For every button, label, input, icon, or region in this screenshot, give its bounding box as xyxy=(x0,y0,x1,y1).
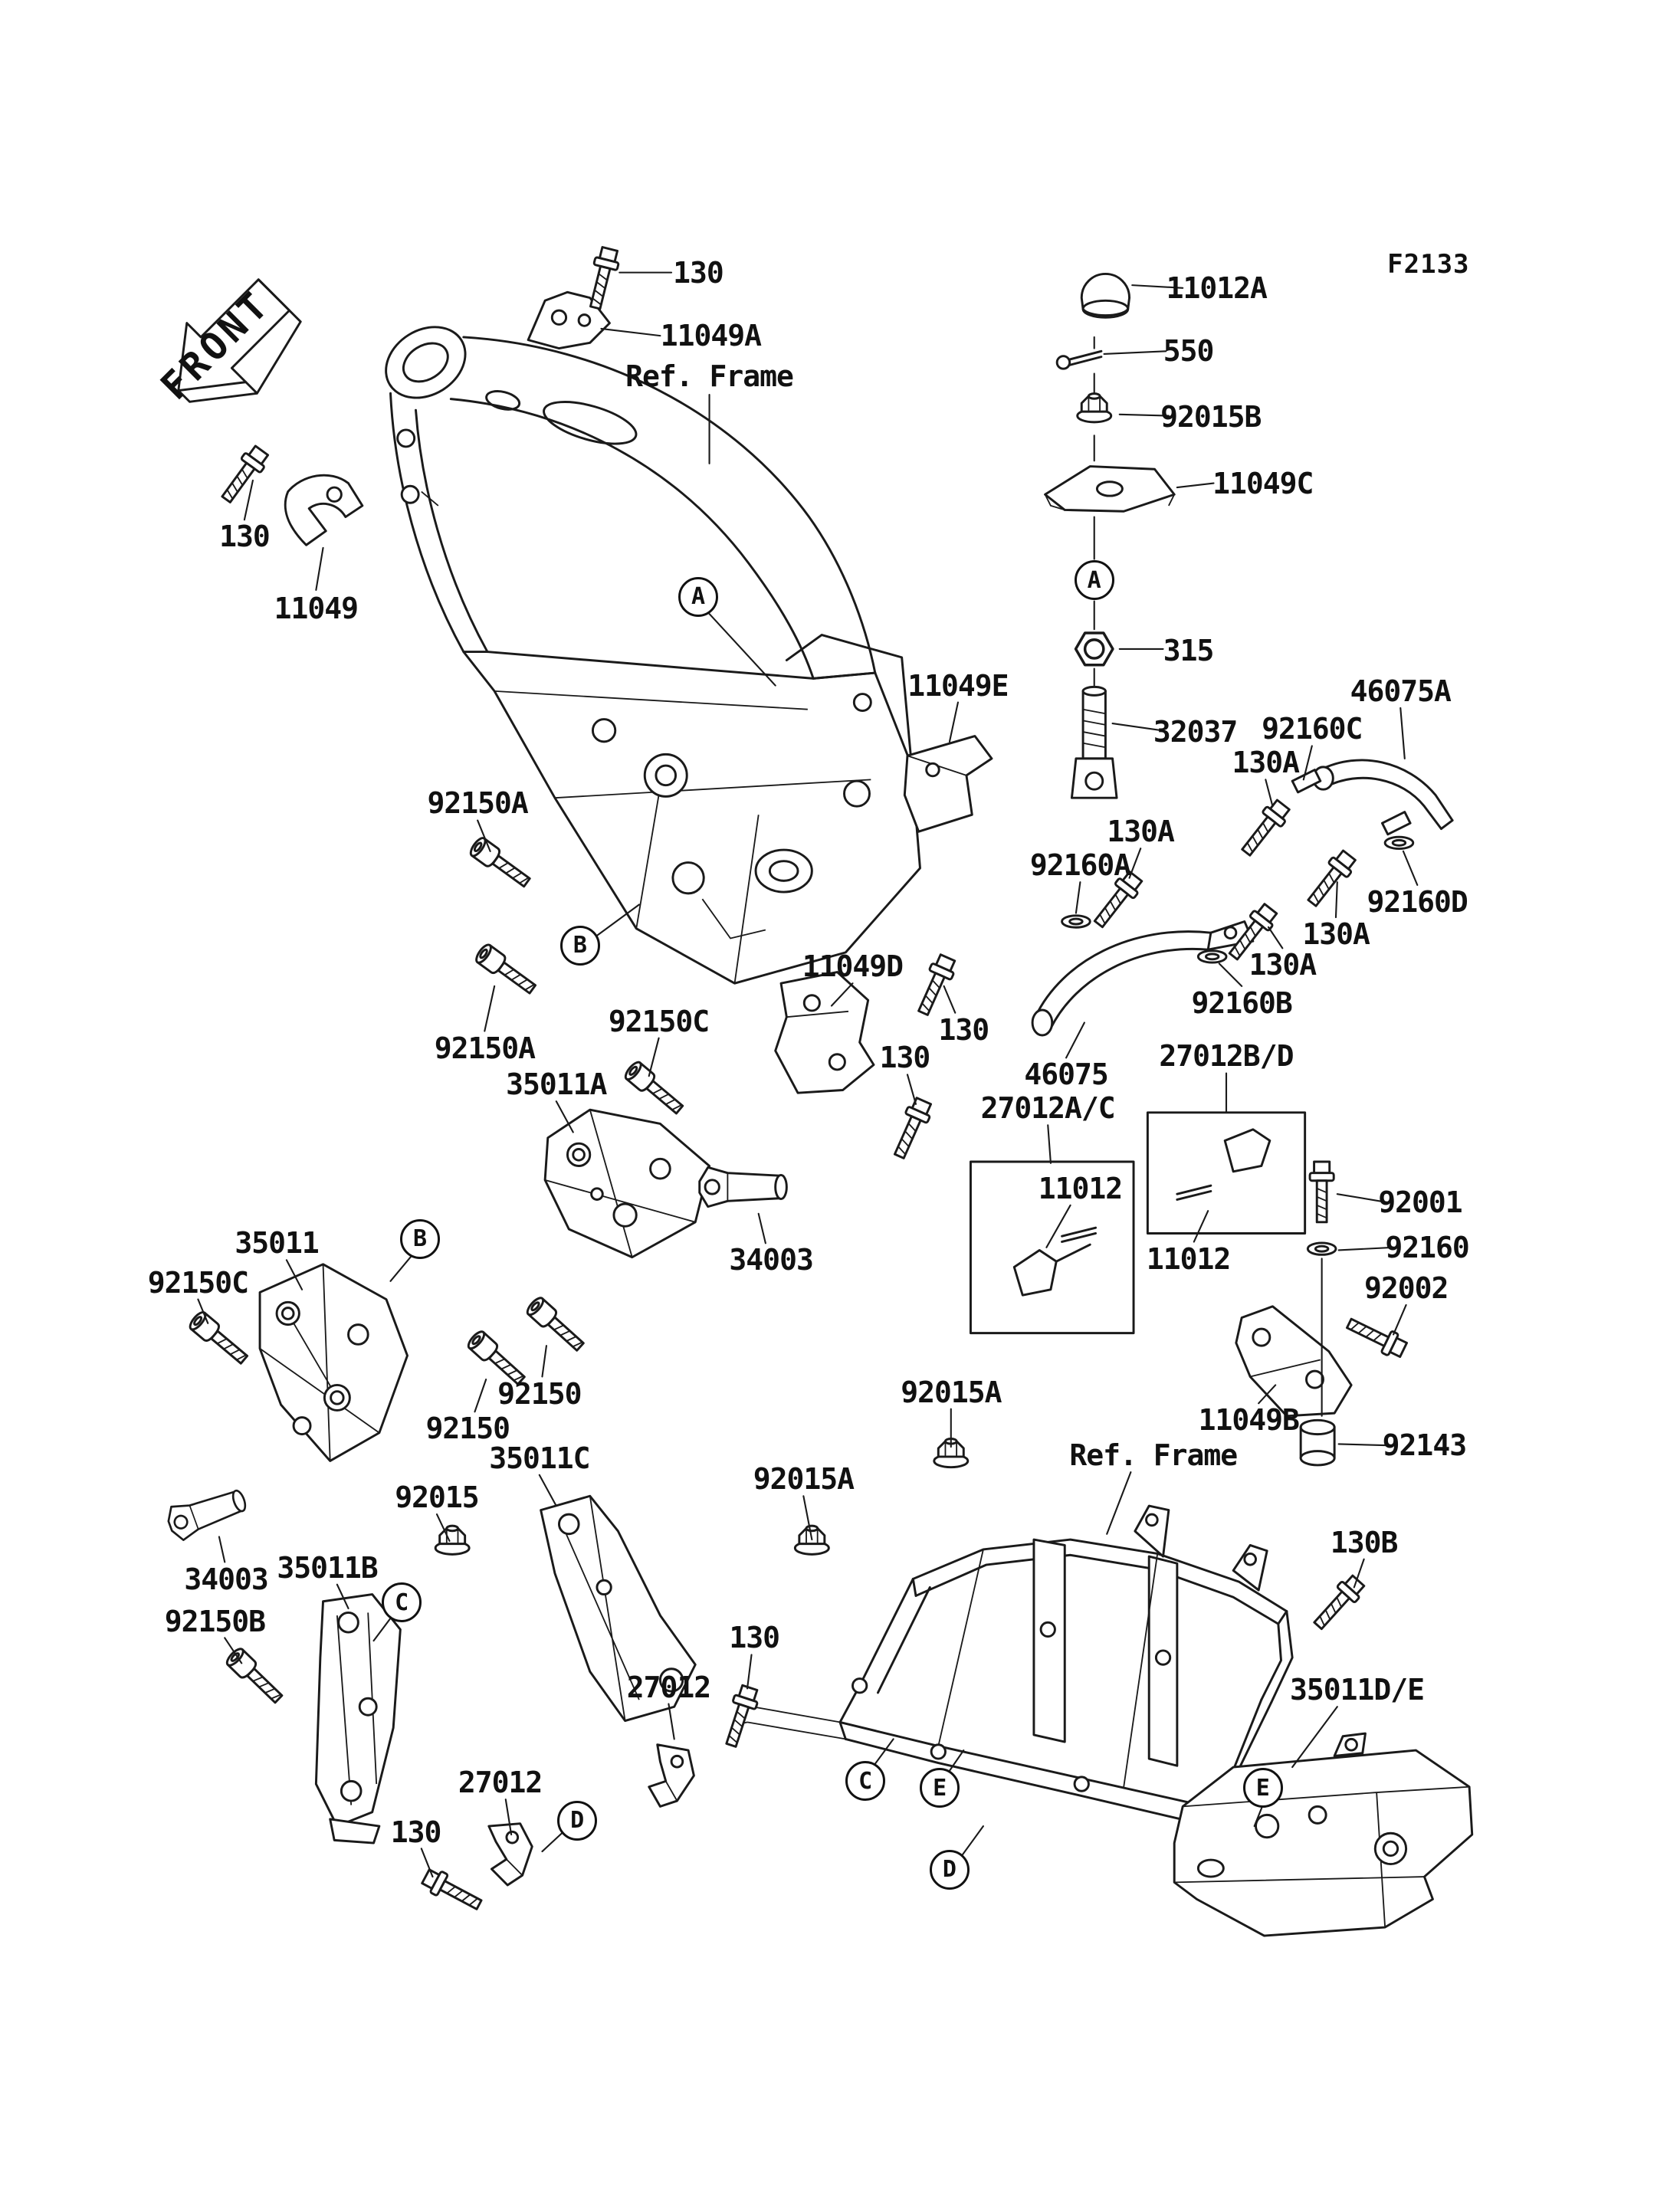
callout-b-2: B xyxy=(400,1218,440,1259)
part-label-11012-2: 11012 xyxy=(1146,1241,1231,1276)
part-label-92160: 92160 xyxy=(1385,1230,1469,1264)
part-label-92015a-2: 92015A xyxy=(753,1462,855,1497)
part-label-92150-2: 92150 xyxy=(425,1412,510,1446)
part-label-92015: 92015 xyxy=(395,1481,479,1515)
part-label-92015b: 92015B xyxy=(1160,400,1262,434)
rear-subframe-drawing xyxy=(734,1504,1294,1828)
bracket-11049b-drawing xyxy=(1235,1305,1353,1418)
callout-d-2: D xyxy=(929,1849,970,1890)
part-label-92150c-1: 92150C xyxy=(608,1004,710,1038)
bracket-35011de-drawing xyxy=(1173,1732,1474,1937)
hook-11049-drawing xyxy=(284,474,364,546)
callout-b-1: B xyxy=(559,925,600,966)
callout-e-1: E xyxy=(920,1768,960,1808)
part-label-27012ac: 27012A/C xyxy=(980,1091,1116,1126)
bracket-11049d-drawing xyxy=(774,971,875,1094)
part-label-11012a: 11012A xyxy=(1166,271,1268,305)
part-label-35011: 35011 xyxy=(235,1226,319,1261)
part-label-92150a-2: 92150A xyxy=(434,1031,536,1065)
bracket-11049a-drawing xyxy=(527,290,611,350)
part-label-130b: 130B xyxy=(1330,1525,1399,1559)
part-label-130-1: 130 xyxy=(673,255,724,290)
part-label-550: 550 xyxy=(1163,334,1215,369)
front-arrow: FRONT xyxy=(152,278,302,408)
part-label-46075: 46075 xyxy=(1024,1058,1108,1092)
part-label-11049e: 11049E xyxy=(907,668,1009,703)
part-label-ref-frame-1: Ref. Frame xyxy=(625,359,794,394)
part-label-11049d: 11049D xyxy=(802,949,904,984)
bracket-35011a-drawing xyxy=(543,1108,711,1259)
part-label-34003-1: 34003 xyxy=(729,1243,813,1277)
part-label-130-4: 130 xyxy=(938,1012,990,1047)
bracket-35011b-drawing xyxy=(314,1593,402,1844)
part-label-92150a-1: 92150A xyxy=(427,786,529,821)
part-label-92002: 92002 xyxy=(1364,1271,1449,1305)
bracket-11049e-drawing xyxy=(903,735,993,833)
part-label-130-3: 130 xyxy=(879,1041,931,1075)
part-label-35011b: 35011B xyxy=(277,1550,378,1585)
part-label-130-6: 130 xyxy=(390,1815,442,1849)
part-label-27012bd: 27012B/D xyxy=(1159,1039,1294,1074)
part-label-130a-2: 130A xyxy=(1107,815,1175,849)
part-label-130a-4: 130A xyxy=(1249,948,1317,982)
option-box-27012ac-drawing xyxy=(969,1160,1135,1335)
part-label-92001: 92001 xyxy=(1378,1185,1462,1220)
part-label-92150b: 92150B xyxy=(164,1604,266,1638)
stopper-27012-center-drawing xyxy=(648,1743,695,1808)
part-label-34003-2: 34003 xyxy=(184,1562,268,1596)
part-label-11012-1: 11012 xyxy=(1038,1171,1123,1205)
part-label-92015a-1: 92015A xyxy=(901,1375,1002,1409)
figure-code: F2133 xyxy=(1387,248,1470,280)
part-label-11049: 11049 xyxy=(274,591,359,625)
part-label-130a-3: 130A xyxy=(1302,917,1370,952)
part-label-11049a: 11049A xyxy=(660,319,762,353)
callout-d-1: D xyxy=(557,1800,598,1841)
part-label-92150c-2: 92150C xyxy=(147,1265,249,1300)
part-label-46075a: 46075A xyxy=(1350,674,1452,708)
part-label-92160b: 92160B xyxy=(1191,985,1292,1020)
part-label-35011c: 35011C xyxy=(489,1441,590,1475)
callout-a-1: A xyxy=(1074,560,1114,601)
part-label-35011a: 35011A xyxy=(506,1067,607,1102)
callout-a-2: A xyxy=(678,576,718,617)
part-label-92160a: 92160A xyxy=(1029,848,1131,883)
part-label-11049c: 11049C xyxy=(1212,466,1314,500)
part-label-27012-2: 27012 xyxy=(458,1766,543,1800)
bracket-35011-drawing xyxy=(258,1263,409,1462)
part-label-92150-1: 92150 xyxy=(497,1376,582,1411)
part-label-11049b: 11049B xyxy=(1198,1403,1300,1438)
shaft-34003-center-drawing xyxy=(698,1166,788,1208)
part-label-32037: 32037 xyxy=(1153,714,1238,749)
part-label-ref-frame-2: Ref. Frame xyxy=(1069,1438,1238,1473)
part-label-92160c: 92160C xyxy=(1262,712,1363,746)
callout-c-2: C xyxy=(845,1761,886,1802)
part-label-92160d: 92160D xyxy=(1367,884,1468,919)
part-label-315: 315 xyxy=(1163,633,1215,667)
main-frame-drawing xyxy=(385,326,921,985)
callout-e-2: E xyxy=(1242,1768,1283,1808)
bracket-35011c-drawing xyxy=(540,1494,697,1723)
part-label-130-5: 130 xyxy=(729,1621,780,1655)
part-label-35011de: 35011D/E xyxy=(1289,1673,1425,1707)
part-label-130-2: 130 xyxy=(219,520,271,554)
part-label-92143: 92143 xyxy=(1382,1428,1467,1463)
grab-rail-46075a-drawing xyxy=(1291,759,1454,836)
callout-c-1: C xyxy=(382,1582,422,1623)
option-box-27012bd-drawing xyxy=(1146,1111,1307,1235)
part-label-27012-1: 27012 xyxy=(626,1670,711,1704)
shaft-34003-left-drawing xyxy=(162,1481,251,1544)
fastener-stack-drawing xyxy=(1044,272,1176,799)
leader-lines xyxy=(197,271,1419,1878)
right-fastener-stack-drawing xyxy=(1299,1160,1337,1467)
part-label-130a-1: 130A xyxy=(1232,746,1300,780)
